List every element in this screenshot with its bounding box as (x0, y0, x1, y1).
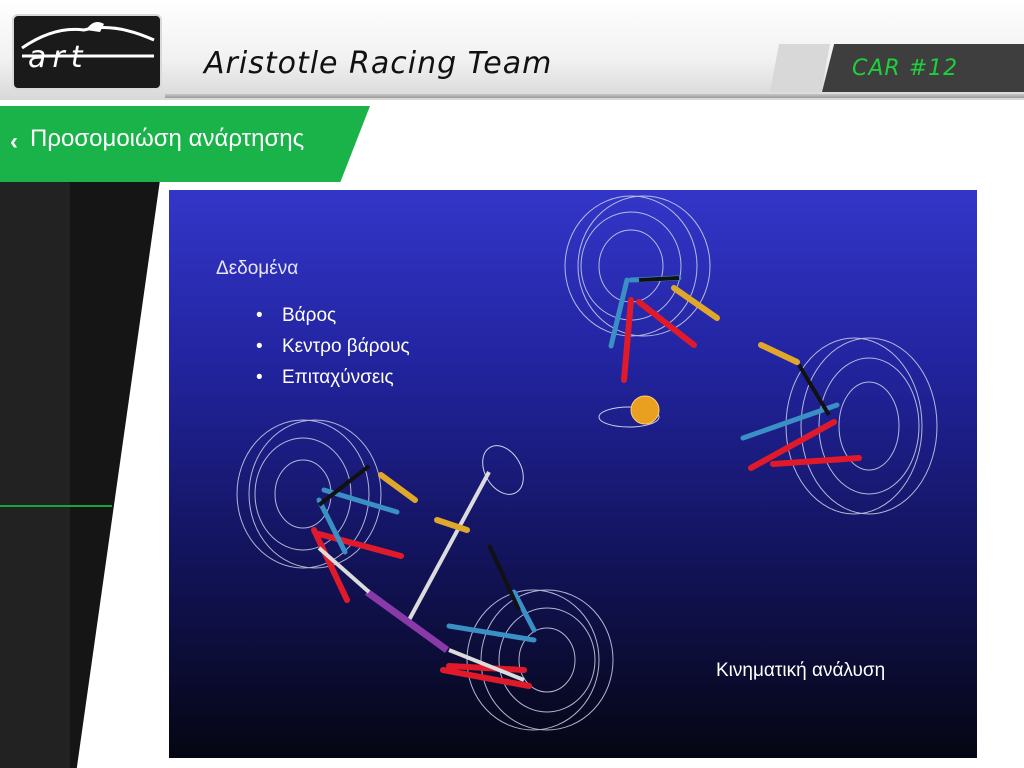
wheel-right (785, 337, 938, 515)
chevron-left-icon[interactable]: ‹ (10, 128, 18, 155)
section-banner (0, 106, 370, 182)
car-label-accent (770, 44, 830, 92)
left-green-rule (0, 505, 112, 507)
car-label: CAR #12 (852, 56, 959, 81)
bullet-weight: Βάρος (282, 305, 337, 326)
list-item: •Βάρος (256, 305, 337, 326)
section-title: Προσομοιώση ανάρτησης (30, 125, 305, 152)
suspension-wireframe-drawing (236, 195, 938, 731)
team-logo (12, 14, 162, 90)
data-bullet-list: •Βάρος •Κεντρο βάρους •Επιταχύνσεις (256, 305, 410, 398)
bullet-accelerations: Επιταχύνσεις (282, 367, 394, 388)
list-item: •Επιταχύνσεις (256, 367, 394, 388)
car-label-box (822, 44, 1024, 92)
wheel-bottom (466, 589, 614, 731)
left-inner-stripe (0, 180, 70, 768)
bullet-center-of-mass: Κεντρο βάρους (282, 336, 410, 357)
data-heading: Δεδομένα (216, 258, 299, 279)
image-caption: Κινηματική ανάλυση (716, 660, 886, 681)
team-name: Aristotle Racing Team (204, 46, 553, 81)
list-item: •Κεντρο βάρους (256, 336, 410, 357)
logo-text: art (28, 40, 89, 75)
suspension-simulation-image (169, 190, 977, 758)
wheel-front-top (564, 195, 711, 337)
header-divider (165, 94, 1024, 98)
logo-swoosh-icon (21, 22, 155, 58)
